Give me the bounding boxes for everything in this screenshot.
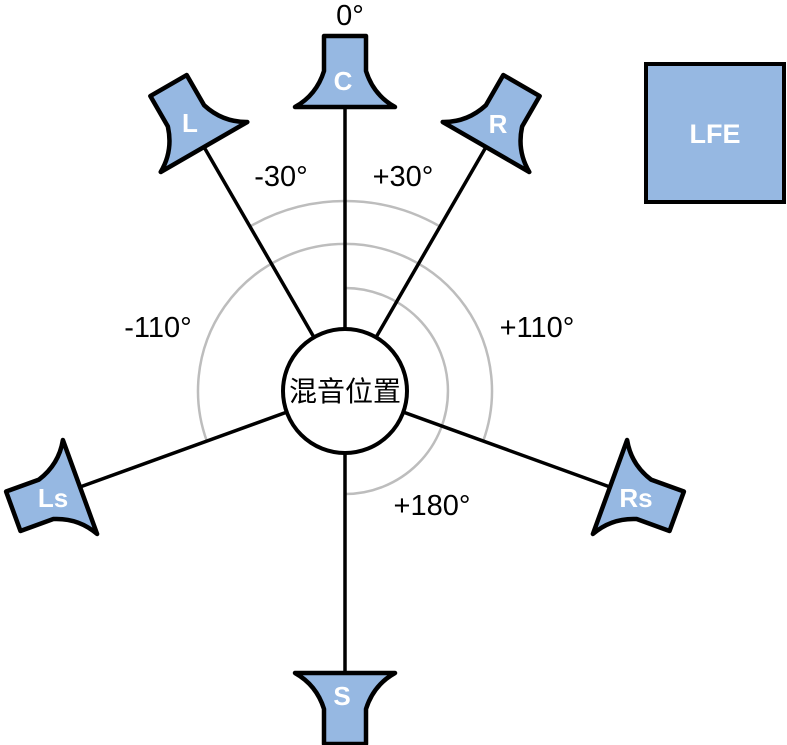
angle-label-0: 0° bbox=[336, 0, 364, 32]
angle-label-plus-180: +180° bbox=[394, 490, 471, 522]
speaker-ls-icon bbox=[3, 437, 100, 537]
speaker-ls-label: Ls bbox=[38, 483, 68, 513]
mix-position-circle bbox=[281, 327, 409, 455]
angle-label-plus-30: +30° bbox=[373, 161, 434, 193]
speaker-c-icon bbox=[292, 33, 398, 110]
speaker-s-icon bbox=[292, 670, 398, 745]
speaker-rs-icon bbox=[590, 437, 687, 537]
angle-label-minus-30: -30° bbox=[254, 161, 308, 193]
mix-position-label: 混音位置 bbox=[289, 376, 401, 407]
speaker-r-icon bbox=[440, 72, 542, 175]
arc-plus-180 bbox=[344, 286, 450, 496]
angle-label-minus-110: -110° bbox=[124, 312, 192, 344]
speaker-l-icon bbox=[148, 72, 250, 175]
speaker-rs-label: Rs bbox=[619, 483, 652, 513]
speaker-r-label: R bbox=[489, 109, 508, 139]
speaker-s-label: S bbox=[333, 681, 350, 711]
speaker-c-label: C bbox=[334, 66, 353, 96]
angle-label-plus-110: +110° bbox=[500, 312, 575, 344]
lfe-box bbox=[644, 62, 786, 204]
speaker-l-label: L bbox=[182, 108, 198, 138]
lfe-label: LFE bbox=[690, 119, 741, 149]
